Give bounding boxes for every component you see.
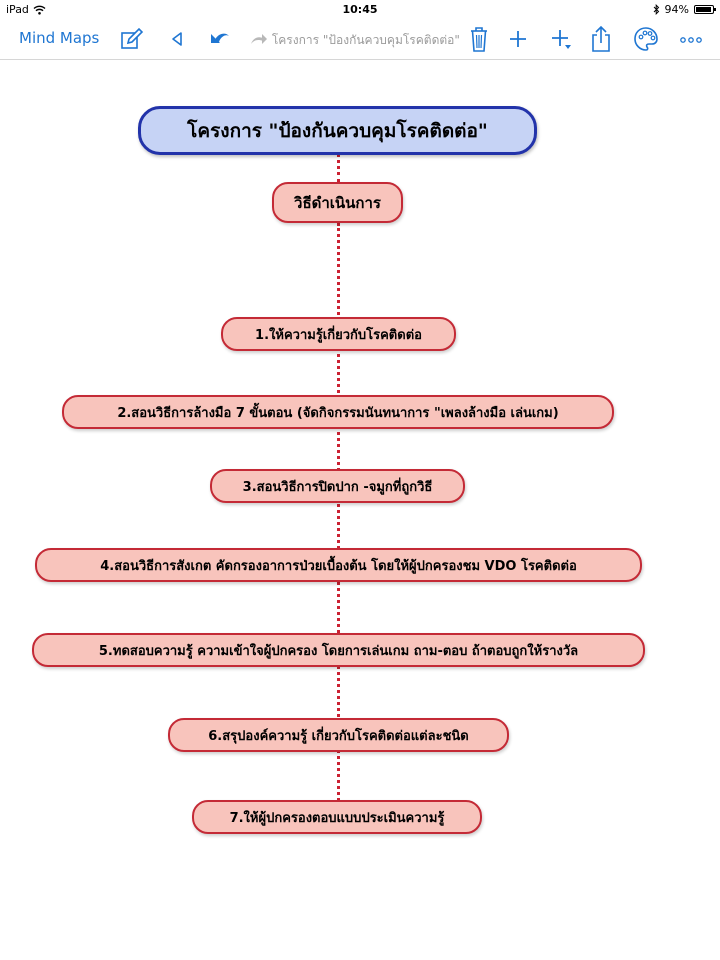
- step-label: 3.สอนวิธีการปิดปาก -จมูกที่ถูกวิธี: [242, 479, 433, 495]
- status-time: 10:45: [342, 3, 378, 16]
- step-node-5[interactable]: 5.ทดสอบความรู้ ความเข้าใจผู้ปกครอง โดยกา…: [32, 633, 645, 667]
- root-topic[interactable]: โครงการ "ป้องกันควบคุมโรคติดต่อ": [138, 106, 537, 155]
- more-icon[interactable]: [676, 24, 706, 54]
- step-node-2[interactable]: 2.สอนวิธีการล้างมือ 7 ขั้นตอน (จัดกิจกรร…: [62, 395, 614, 429]
- connector-line: [337, 153, 340, 183]
- trash-icon[interactable]: [464, 24, 494, 54]
- device-name: iPad: [6, 3, 29, 16]
- method-node-label: วิธีดำเนินการ: [294, 193, 381, 212]
- palette-icon[interactable]: [631, 24, 661, 54]
- step-label: 2.สอนวิธีการล้างมือ 7 ขั้นตอน (จัดกิจกรร…: [117, 405, 559, 421]
- status-right: 94%: [653, 3, 716, 16]
- status-left: iPad: [6, 3, 46, 16]
- add-icon[interactable]: [503, 24, 533, 54]
- toolbar: Mind Maps โครงการ "ป้องกันควบคุมโรคติดต่…: [0, 20, 720, 60]
- step-node-3[interactable]: 3.สอนวิธีการปิดปาก -จมูกที่ถูกวิธี: [210, 469, 465, 503]
- step-node-4[interactable]: 4.สอนวิธีการสังเกต คัดกรองอาการป่วยเบื้อ…: [35, 548, 642, 582]
- share-icon[interactable]: [586, 24, 616, 54]
- step-label: 4.สอนวิธีการสังเกต คัดกรองอาการป่วยเบื้อ…: [100, 558, 577, 574]
- add-child-icon[interactable]: [546, 24, 576, 54]
- battery-percent: 94%: [664, 3, 689, 16]
- wifi-icon: [33, 5, 46, 15]
- document-title-text: โครงการ "ป้องกันควบคุมโรคติดต่อ": [271, 33, 460, 47]
- step-label: 7.ให้ผู้ปกครองตอบแบบประเมินความรู้: [229, 810, 445, 826]
- bluetooth-icon: [653, 4, 659, 15]
- step-node-1[interactable]: 1.ให้ความรู้เกี่ยวกับโรคติดต่อ: [221, 317, 456, 351]
- step-node-7[interactable]: 7.ให้ผู้ปกครองตอบแบบประเมินความรู้: [192, 800, 482, 834]
- edit-icon[interactable]: [117, 24, 147, 54]
- mind-map-canvas[interactable]: โครงการ "ป้องกันควบคุมโรคติดต่อ" วิธีดำเ…: [0, 61, 720, 960]
- method-node[interactable]: วิธีดำเนินการ: [272, 182, 403, 223]
- root-topic-label: โครงการ "ป้องกันควบคุมโรคติดต่อ": [187, 119, 488, 142]
- status-bar: iPad 10:45 94%: [0, 0, 720, 20]
- step-label: 5.ทดสอบความรู้ ความเข้าใจผู้ปกครอง โดยกา…: [98, 643, 579, 659]
- battery-icon: [694, 5, 716, 14]
- undo-icon[interactable]: [204, 24, 234, 54]
- step-label: 6.สรุปองค์ความรู้ เกี่ยวกับโรคติดต่อแต่ล…: [208, 728, 469, 744]
- previous-icon[interactable]: [162, 24, 192, 54]
- redo-icon: [251, 34, 267, 44]
- mind-maps-back-button[interactable]: Mind Maps: [19, 29, 100, 47]
- step-label: 1.ให้ความรู้เกี่ยวกับโรคติดต่อ: [255, 327, 422, 343]
- document-title: โครงการ "ป้องกันควบคุมโรคติดต่อ": [250, 31, 472, 50]
- connector-line: [337, 223, 340, 819]
- step-node-6[interactable]: 6.สรุปองค์ความรู้ เกี่ยวกับโรคติดต่อแต่ล…: [168, 718, 509, 752]
